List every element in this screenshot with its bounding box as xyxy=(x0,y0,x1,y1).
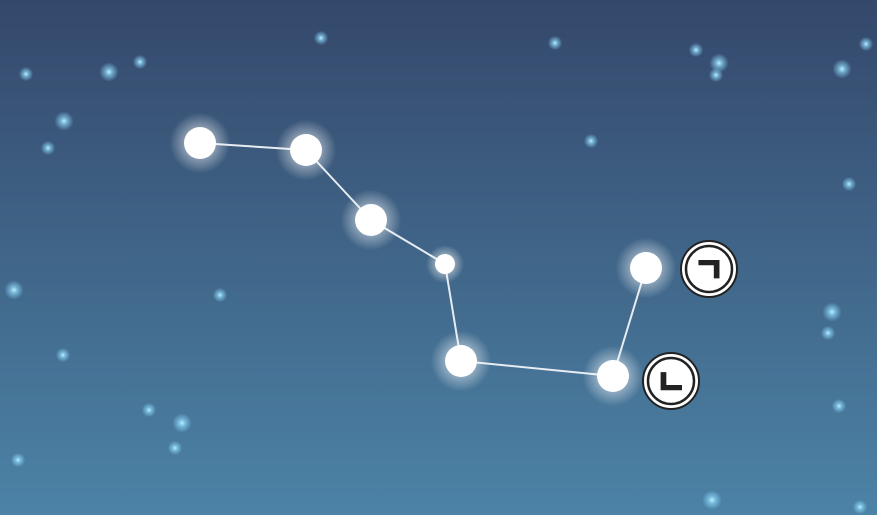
background-star xyxy=(167,440,183,456)
marker-giyeok: ㄱ xyxy=(680,240,738,298)
constellation-stars xyxy=(169,112,677,407)
background-star xyxy=(172,413,192,433)
background-star xyxy=(4,280,24,300)
background-star xyxy=(709,53,729,73)
constellation-star xyxy=(615,237,677,299)
background-star xyxy=(141,402,157,418)
marker-nieun: ㄴ xyxy=(642,352,700,410)
background-star xyxy=(10,452,26,468)
background-star xyxy=(583,133,599,149)
background-stars xyxy=(4,30,874,515)
background-star xyxy=(832,59,852,79)
background-star xyxy=(858,36,874,52)
constellation-star xyxy=(169,112,231,174)
marker-nieun-glyph: ㄴ xyxy=(656,363,685,401)
background-star xyxy=(54,111,74,131)
background-star xyxy=(18,66,34,82)
background-star xyxy=(831,398,847,414)
background-star xyxy=(313,30,329,46)
constellation-star xyxy=(426,245,464,283)
background-star xyxy=(702,490,722,510)
background-star xyxy=(841,176,857,192)
background-star xyxy=(820,325,836,341)
background-star xyxy=(852,499,868,515)
constellation-star xyxy=(582,345,644,407)
constellation-star xyxy=(340,189,402,251)
background-star xyxy=(708,67,724,83)
background-star xyxy=(688,42,704,58)
background-star xyxy=(547,35,563,51)
background-star xyxy=(40,140,56,156)
constellation-star xyxy=(275,119,337,181)
background-star xyxy=(99,62,119,82)
background-star xyxy=(212,287,228,303)
marker-giyeok-glyph: ㄱ xyxy=(694,251,723,289)
background-star xyxy=(822,302,842,322)
background-star xyxy=(55,347,71,363)
constellation-star xyxy=(430,330,492,392)
background-star xyxy=(132,54,148,70)
